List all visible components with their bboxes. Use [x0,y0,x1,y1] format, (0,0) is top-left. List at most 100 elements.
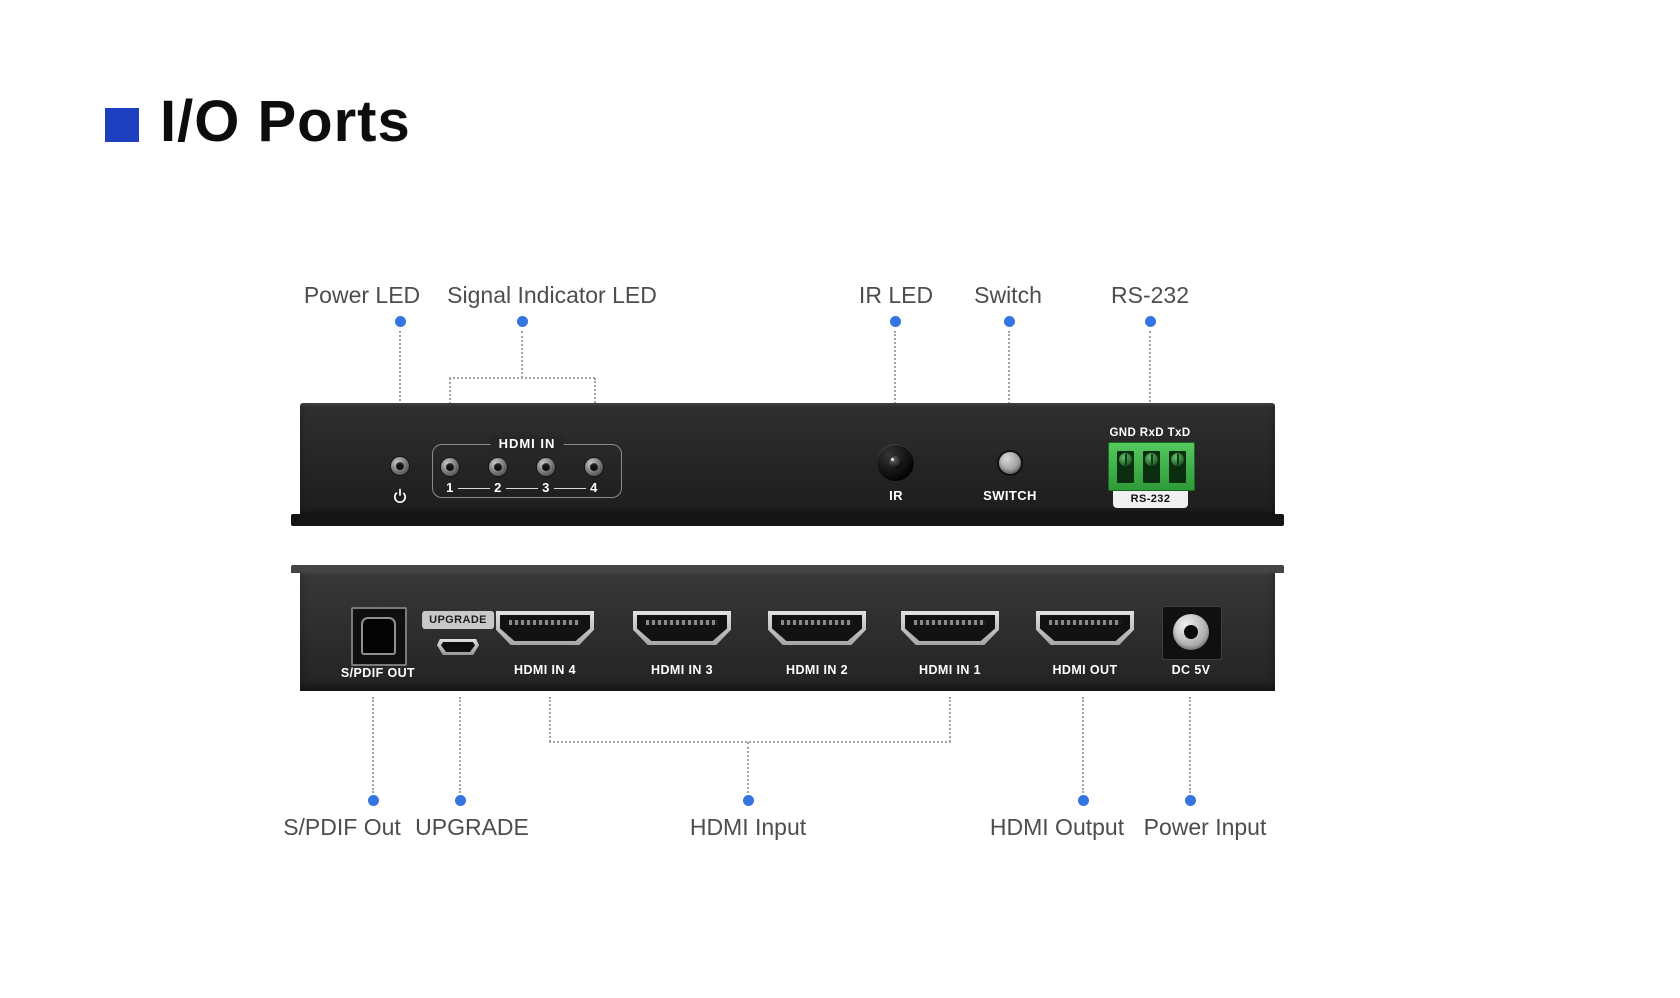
signal-led-core [542,463,550,471]
callout-label-hdmi-input: HDMI Input [689,814,807,840]
rs232-terminal-block [1108,442,1195,491]
spdif-port-inner [361,617,396,655]
led-number-2: 2 [494,480,502,495]
hdmi-cavity [637,615,727,641]
led-number-3: 3 [542,480,550,495]
leader-line [949,697,951,742]
signal-led-3 [537,458,555,476]
dc-jack-ring [1173,614,1209,650]
led-number-1: 1 [446,480,454,495]
number-dash [506,488,538,489]
number-dash [554,488,586,489]
callout-dot [1078,795,1089,806]
hdmi-out-port [1036,611,1134,645]
leader-line [1149,331,1151,426]
front-panel-flange [291,514,1284,526]
rs232-port-label: RS-232 [1113,491,1188,508]
hdmi-in-3-port [633,611,731,645]
dc-port-label: DC 5V [1171,663,1211,677]
callout-label-signal-led: Signal Indicator LED [447,282,657,308]
hdmi-pins [509,620,581,625]
callout-dot [395,316,406,327]
ir-receiver [877,444,914,481]
rs232-screw [1119,453,1132,466]
ir-glint [891,458,894,461]
rs232-pins-label: GND RxD TxD [1109,427,1191,439]
leader-line [894,331,896,443]
hdmi-in-group-title: HDMI IN [490,436,564,451]
callout-dot [1145,316,1156,327]
callout-dot [743,795,754,806]
leader-line [372,697,374,793]
leader-line [1008,331,1010,447]
leader-line [1082,697,1084,793]
hdmi-out-label: HDMI OUT [1052,663,1118,677]
signal-led-2 [489,458,507,476]
rs232-screw [1171,453,1184,466]
callout-label-switch: Switch [974,282,1042,308]
leader-line [521,331,523,378]
power-icon [393,488,407,504]
rs232-slot [1143,451,1160,483]
callout-dot [890,316,901,327]
callout-label-power-led: Power LED [303,282,421,308]
upgrade-usb-port-inner [441,642,475,652]
signal-led-1 [441,458,459,476]
leader-line [459,697,461,793]
hdmi-pins [781,620,853,625]
dc-jack-hole [1184,625,1198,639]
hdmi-in-1-port [901,611,999,645]
ir-port-label: IR [889,488,903,503]
callout-label-power-input: Power Input [1143,814,1267,840]
rear-panel-lip [291,565,1284,573]
number-dash [458,488,490,489]
hdmi-cavity [1040,615,1130,641]
hdmi-in-3-label: HDMI IN 3 [651,663,713,677]
hdmi-in-2-port [768,611,866,645]
power-led [391,457,409,475]
callout-dot [455,795,466,806]
hdmi-cavity [500,615,590,641]
rs232-screw [1145,453,1158,466]
leader-line [1189,697,1191,793]
switch-button [999,452,1021,474]
title-bullet-square [105,108,139,142]
leader-line [399,331,401,453]
leader-line [549,697,551,742]
led-number-4: 4 [590,480,598,495]
hdmi-in-1-label: HDMI IN 1 [919,663,981,677]
callout-label-rs232: RS-232 [1111,282,1189,308]
leader-line [449,377,595,379]
dc-power-jack [1162,606,1222,660]
spdif-port [351,607,407,666]
upgrade-port-label: UPGRADE [422,611,494,629]
page-title: I/O Ports [160,89,411,154]
hdmi-pins [1049,620,1121,625]
signal-led-core [590,463,598,471]
hdmi-in-led-group: HDMI IN [432,436,622,498]
hdmi-in-2-label: HDMI IN 2 [786,663,848,677]
switch-port-label: SWITCH [983,488,1037,503]
hdmi-pins [914,620,986,625]
hdmi-pins [646,620,718,625]
hdmi-in-4-port [496,611,594,645]
callout-dot [517,316,528,327]
rs232-slot [1117,451,1134,483]
signal-led-core [446,463,454,471]
signal-led-4 [585,458,603,476]
callout-dot [1185,795,1196,806]
hdmi-cavity [905,615,995,641]
signal-led-core [494,463,502,471]
hdmi-in-4-label: HDMI IN 4 [514,663,576,677]
callout-dot [368,795,379,806]
leader-line [747,742,749,793]
callout-label-spdif-out: S/PDIF Out [283,814,401,840]
callout-label-ir-led: IR LED [858,282,934,308]
callout-dot [1004,316,1015,327]
spdif-port-label: S/PDIF OUT [340,666,416,680]
rs232-slot [1169,451,1186,483]
power-led-core [396,462,404,470]
callout-label-upgrade: UPGRADE [415,814,529,840]
callout-label-hdmi-output: HDMI Output [989,814,1125,840]
